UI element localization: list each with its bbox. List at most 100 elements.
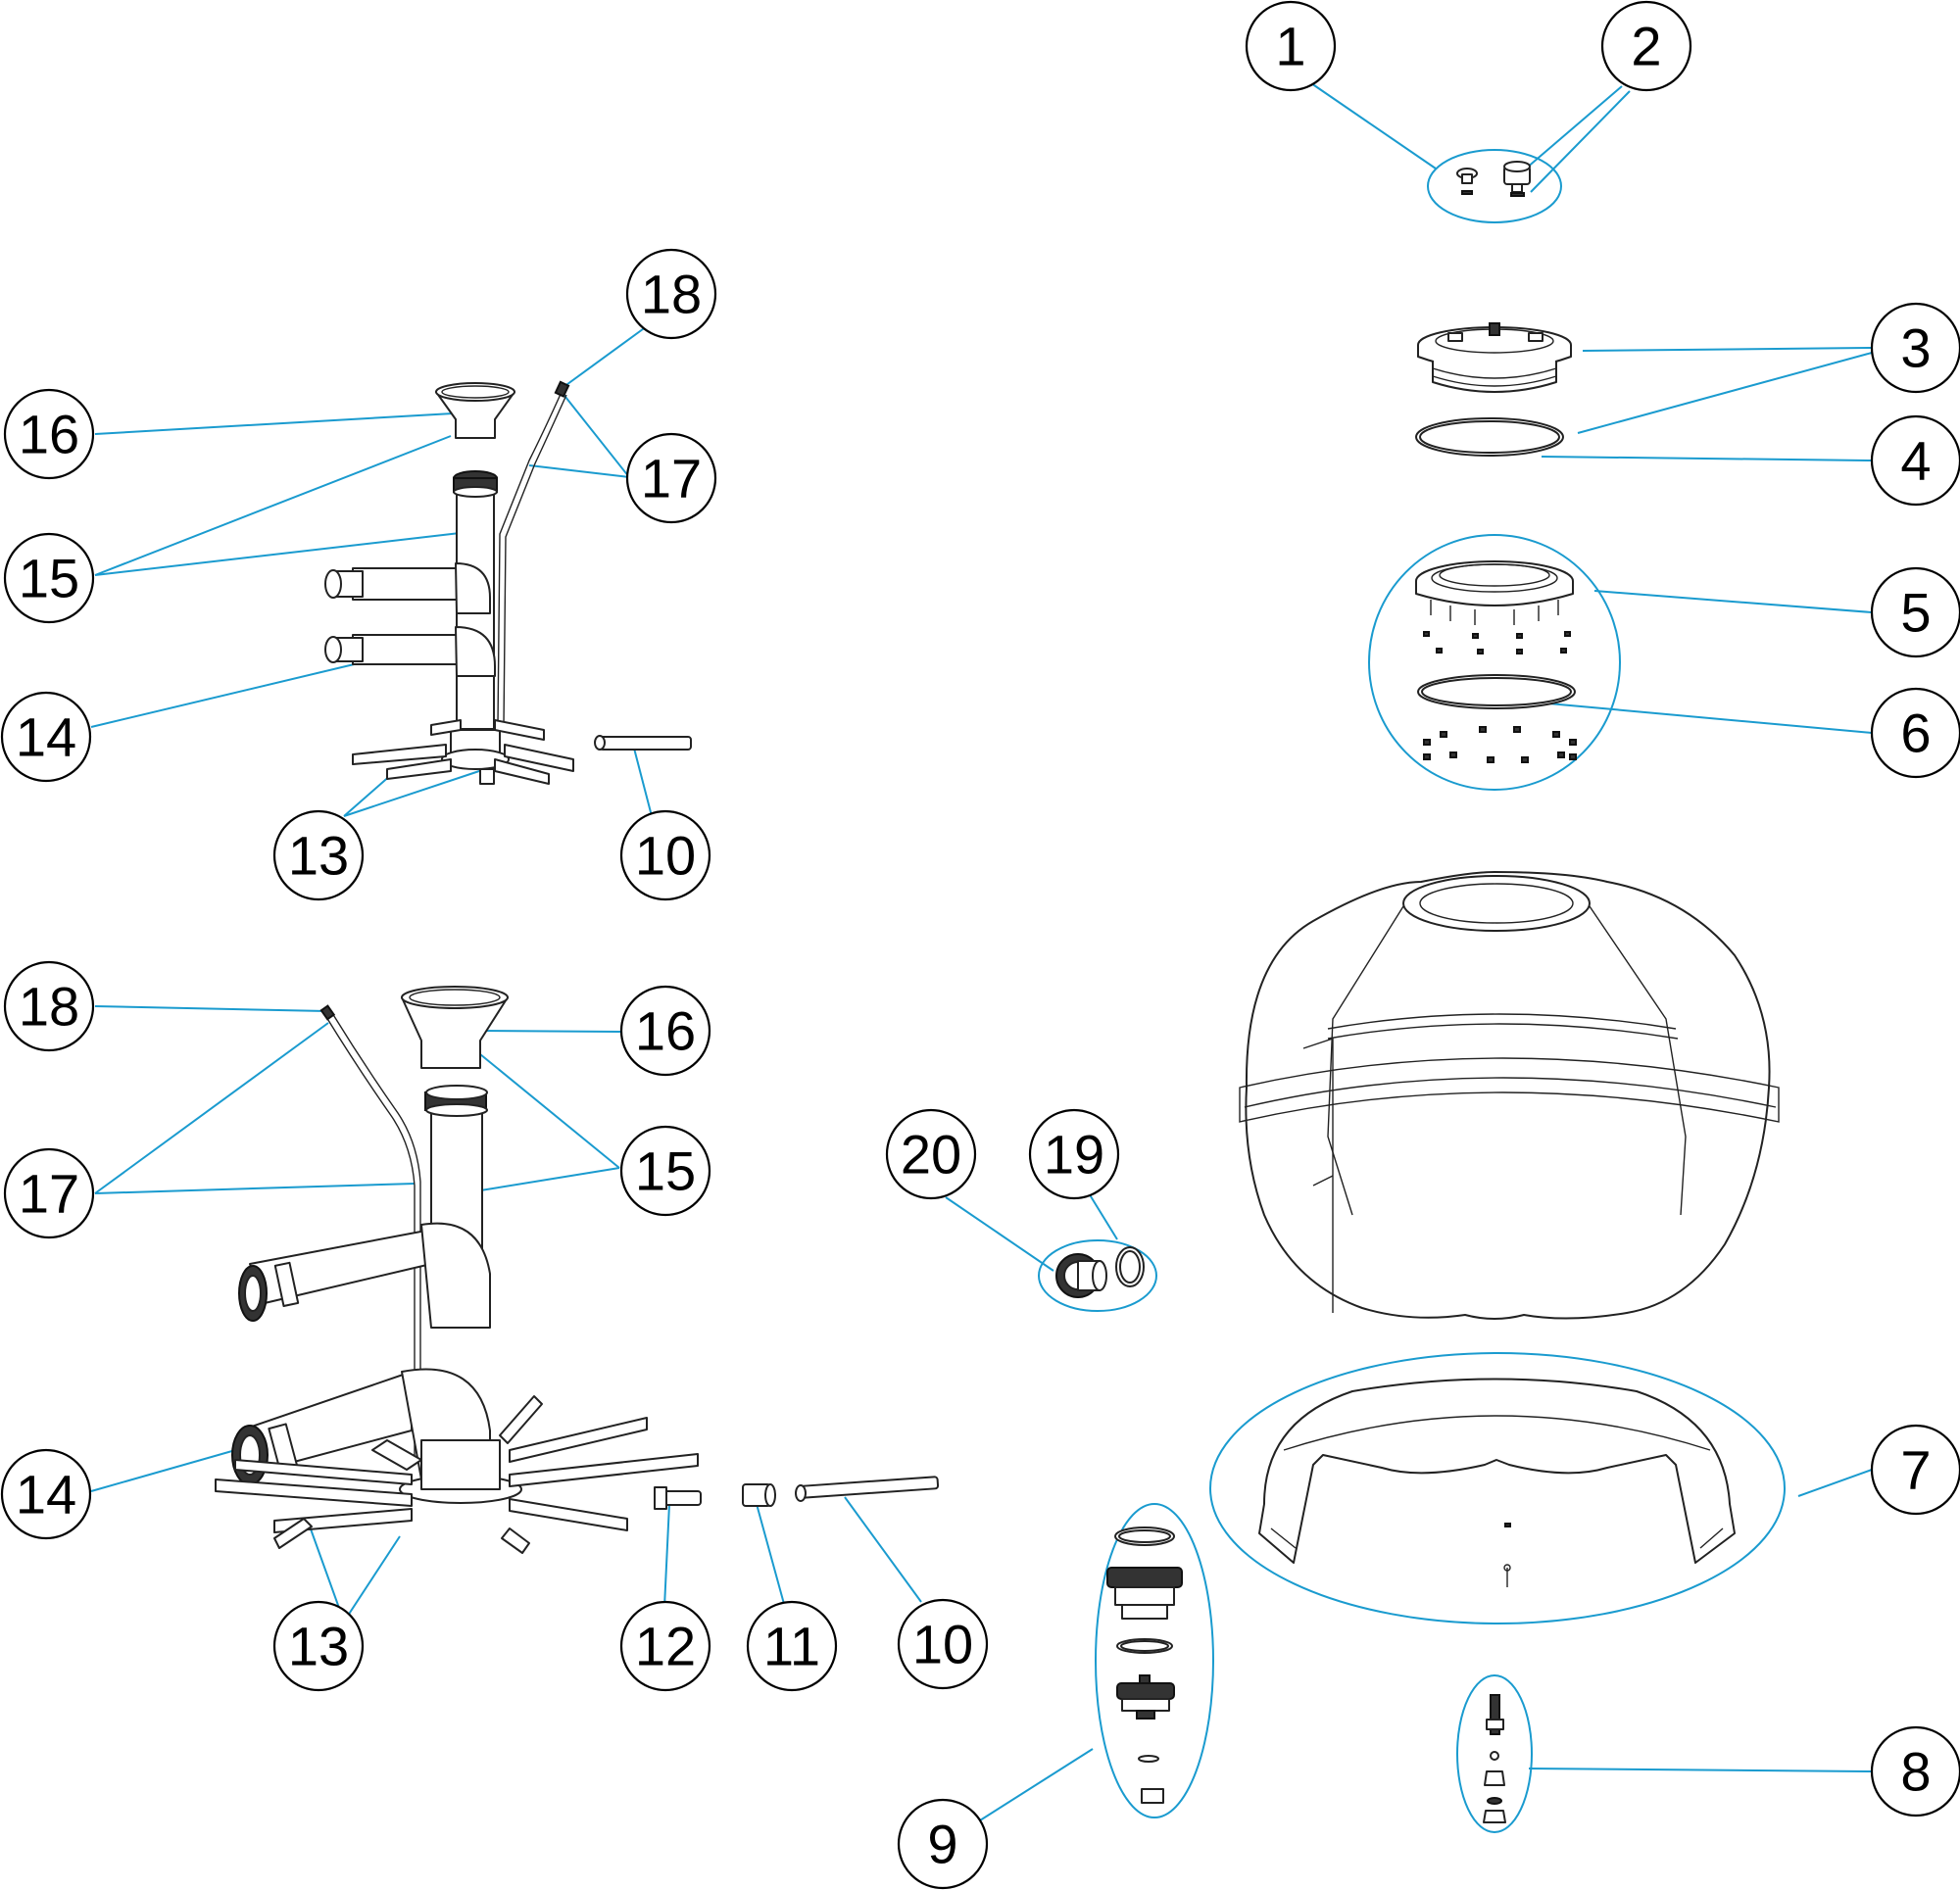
part-3-lid	[1417, 322, 1572, 393]
leader-17b	[528, 464, 630, 478]
callout-4-label: 4	[1900, 430, 1931, 492]
callout-14-upper-label: 14	[16, 706, 76, 768]
lower-outlet-pipe-a	[238, 1222, 491, 1329]
part-17-upper-rod	[497, 391, 563, 726]
leader-17c	[94, 1022, 329, 1194]
leader-7	[1797, 1469, 1873, 1497]
part-16-upper-diffuser	[435, 382, 515, 439]
leader-3b	[1577, 352, 1873, 434]
callout-13-lower: 13	[272, 1600, 365, 1692]
callout-8-label: 8	[1900, 1741, 1931, 1803]
part-19-union-o-ring	[1115, 1246, 1145, 1287]
group-outline-1-2	[1427, 149, 1562, 223]
part-8-drain-assembly	[1483, 1694, 1506, 1823]
callout-1: 1	[1245, 0, 1337, 92]
part-7-base-stand	[1258, 1378, 1736, 1587]
callout-20: 20	[885, 1108, 977, 1200]
leader-2b	[1530, 90, 1631, 193]
leader-lines	[90, 82, 1873, 1821]
callout-19: 19	[1028, 1108, 1120, 1200]
callout-11-label: 11	[763, 1616, 820, 1677]
callout-2-label: 2	[1631, 16, 1661, 77]
callout-15-lower: 15	[619, 1125, 711, 1217]
callout-16-lower: 16	[619, 985, 711, 1077]
callout-12: 12	[619, 1600, 711, 1692]
callout-6: 6	[1870, 687, 1960, 779]
callout-5: 5	[1870, 566, 1960, 658]
callout-8: 8	[1870, 1725, 1960, 1817]
callout-6-label: 6	[1900, 703, 1931, 764]
leader-12	[663, 1503, 670, 1608]
part-9-connector-kit	[1106, 1527, 1183, 1804]
part-18-upper-rod-cap	[554, 380, 570, 398]
leader-13c	[308, 1523, 345, 1623]
callout-16-lower-label: 16	[635, 1000, 696, 1062]
part-17-lower-rod	[325, 1016, 416, 1460]
part-20-union-fitting	[1055, 1253, 1107, 1298]
group-outlines	[1038, 149, 1786, 1833]
callout-10-upper-label: 10	[635, 825, 696, 887]
part-16-lower-diffuser	[401, 986, 509, 1069]
callout-13-upper-label: 13	[288, 825, 349, 887]
part-13-lower-hub-laterals	[215, 1395, 699, 1554]
callout-5-label: 5	[1900, 582, 1931, 644]
callout-14-lower: 14	[0, 1448, 92, 1540]
callout-12-label: 12	[635, 1616, 696, 1677]
leader-8	[1528, 1768, 1873, 1772]
callout-15-upper: 15	[3, 532, 95, 624]
callout-3-label: 3	[1900, 317, 1931, 379]
leader-6	[1547, 703, 1873, 734]
callout-18-upper: 18	[625, 248, 717, 340]
part-5-tank-collar	[1415, 560, 1574, 654]
leader-18a	[563, 325, 648, 388]
callout-18-upper-label: 18	[641, 264, 702, 325]
callout-13-upper: 13	[272, 809, 365, 901]
callout-15-lower-label: 15	[635, 1140, 696, 1202]
callout-16-upper-label: 16	[19, 404, 79, 465]
callout-10-lower: 10	[897, 1598, 989, 1690]
leader-2a	[1525, 85, 1623, 170]
leader-20	[945, 1196, 1054, 1272]
leader-4	[1541, 456, 1873, 461]
leader-1	[1310, 82, 1437, 170]
group-outline-5-6	[1368, 534, 1621, 791]
group-outline-8	[1456, 1674, 1533, 1833]
leader-15d	[467, 1167, 620, 1193]
leader-9	[979, 1748, 1094, 1821]
callout-20-label: 20	[901, 1124, 961, 1186]
callout-3: 3	[1870, 302, 1960, 394]
part-1-vent-plug	[1456, 168, 1478, 195]
callout-9-label: 9	[927, 1814, 957, 1875]
leader-15b	[94, 531, 469, 576]
leader-19	[1085, 1187, 1118, 1240]
leader-17d	[94, 1183, 416, 1194]
callout-17-upper: 17	[625, 432, 717, 524]
part-2-gauge-plug	[1503, 161, 1531, 197]
leader-13b	[343, 768, 486, 817]
callout-9: 9	[897, 1798, 989, 1890]
part-14-upper-inlet-pipe	[324, 626, 496, 677]
leader-18b	[94, 1005, 327, 1012]
callout-19-label: 19	[1044, 1124, 1104, 1186]
leader-15c	[479, 1053, 620, 1169]
group-outline-7	[1209, 1352, 1786, 1624]
upper-lateral-assembly	[324, 380, 692, 785]
callout-1-label: 1	[1275, 16, 1305, 77]
group-outline-19-20	[1038, 1239, 1157, 1312]
part-15-lower-standpipe	[424, 1085, 488, 1327]
callout-10-lower-label: 10	[912, 1614, 973, 1675]
leader-11	[756, 1503, 785, 1605]
leader-16a	[94, 412, 454, 435]
callout-18-lower-label: 18	[19, 976, 79, 1038]
part-12-lateral-plug	[654, 1486, 702, 1510]
part-11-lateral-coupling	[742, 1483, 776, 1507]
callout-4: 4	[1870, 414, 1960, 507]
leader-5	[1593, 590, 1873, 613]
lower-lateral-assembly	[215, 986, 940, 1554]
callout-14-upper: 14	[0, 691, 92, 783]
callout-18-lower: 18	[3, 960, 95, 1052]
part-10-upper-lateral	[594, 735, 692, 751]
callout-7: 7	[1870, 1424, 1960, 1516]
leader-15a	[94, 435, 452, 576]
